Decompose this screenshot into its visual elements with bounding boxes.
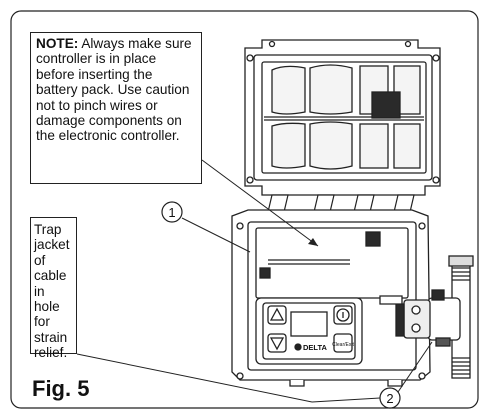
leader-lines xyxy=(76,159,433,403)
electronic-controller: Clear/Exit DELTA xyxy=(255,297,363,365)
delta-brand: DELTA xyxy=(303,343,327,352)
lcd-screen xyxy=(290,311,328,337)
note-prefix: NOTE: xyxy=(36,36,79,51)
callout-2-label: 2 xyxy=(386,391,393,406)
svg-text:Clear/Exit: Clear/Exit xyxy=(332,342,354,348)
battery-cover xyxy=(244,39,441,196)
figure-border xyxy=(10,10,479,409)
arrowhead xyxy=(308,238,318,246)
callout-1 xyxy=(161,201,183,223)
note-callout: NOTE: Always make sure controller is in … xyxy=(30,32,202,184)
callout-2 xyxy=(379,387,401,409)
valve-pipe-assembly xyxy=(379,255,474,379)
clear-exit-button xyxy=(333,333,353,353)
figure-label: Fig. 5 xyxy=(32,376,90,401)
trap-jacket-callout: Trap jacket of cable in hole for strain … xyxy=(30,217,77,360)
callout-1-label: 1 xyxy=(168,205,175,220)
note-text: Always make sure controller is in place … xyxy=(36,36,192,144)
